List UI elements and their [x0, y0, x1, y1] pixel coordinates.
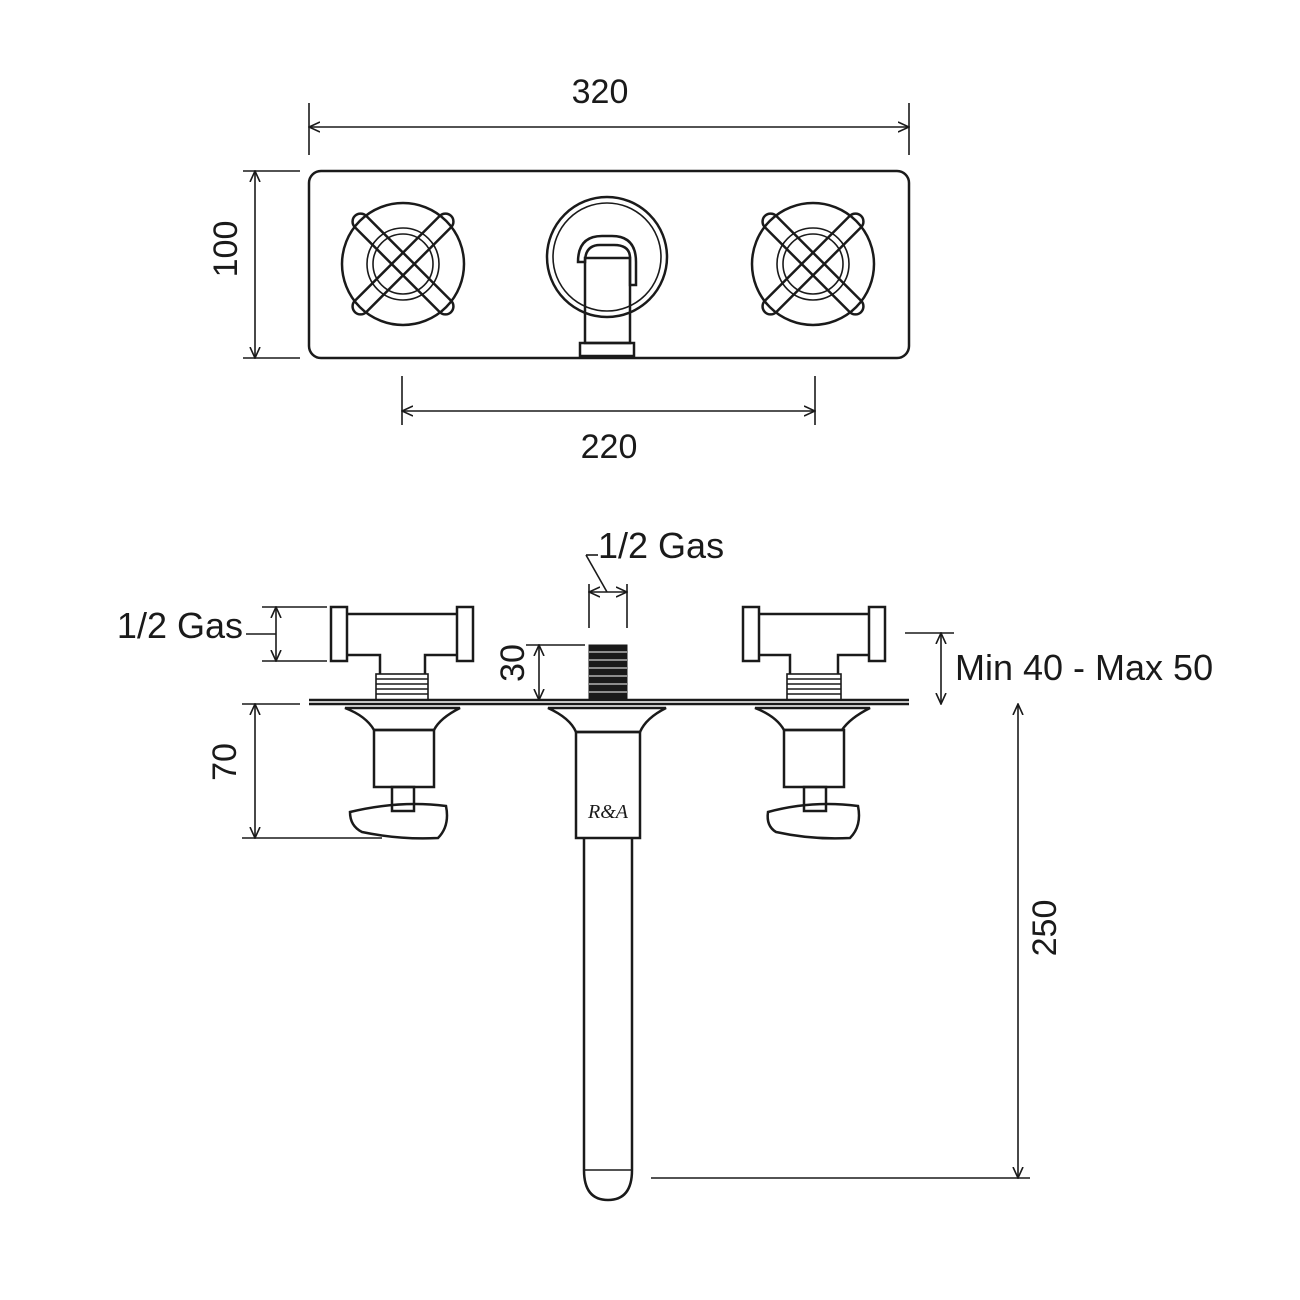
height-label: 100 [207, 221, 245, 278]
spout-front [545, 195, 669, 358]
handle-projection-label: 70 [206, 743, 244, 781]
left-valve-body [329, 605, 475, 701]
thread-length-dimension: 30 [494, 644, 585, 700]
front-view: 320 100 [207, 73, 911, 466]
spacing-label: 220 [581, 428, 638, 466]
spout-side: R&A [547, 706, 667, 1202]
spout-reach-dimension: 250 [651, 704, 1064, 1178]
width-label: 320 [572, 73, 629, 111]
right-valve-front [754, 706, 871, 840]
wall-range-label: Min 40 - Max 50 [955, 647, 1213, 688]
spout-reach-label: 250 [1026, 900, 1064, 957]
handle-projection-dimension: 70 [206, 704, 382, 838]
spacing-dimension: 220 [402, 376, 815, 466]
height-dimension: 100 [207, 171, 300, 358]
wall-range-dimension: Min 40 - Max 50 [905, 633, 1213, 704]
spout-thread [588, 644, 628, 701]
valve-thread-dimension: 1/2 Gas [117, 605, 327, 661]
spout-thread-label: 1/2 Gas [598, 525, 724, 566]
width-dimension: 320 [309, 73, 909, 155]
left-valve-front [344, 706, 461, 840]
right-valve-body [741, 605, 887, 701]
valve-thread-label: 1/2 Gas [117, 605, 243, 646]
left-cross-handle [340, 201, 466, 327]
wall-plate [307, 169, 911, 360]
spout-thread-dimension: 1/2 Gas [585, 525, 724, 628]
side-view: R&A 1/2 Gas 1/2 Gas 30 [117, 525, 1213, 1202]
right-cross-handle [750, 201, 876, 327]
thread-length-label: 30 [494, 644, 532, 682]
brand-logo: R&A [587, 801, 629, 823]
